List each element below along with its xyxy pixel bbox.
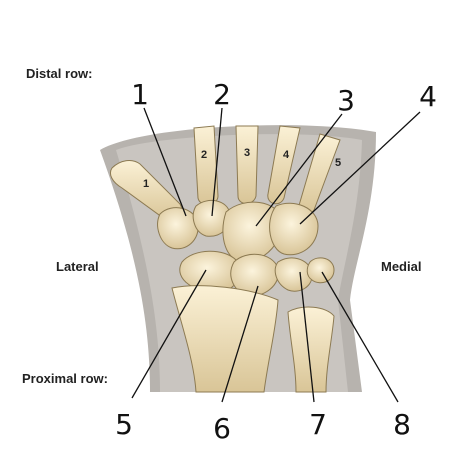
leader-line-5: [131, 269, 207, 399]
callout-number-2: 2: [213, 78, 231, 111]
callout-number-3: 3: [337, 84, 355, 117]
metacarpal-number: 1: [143, 178, 149, 190]
forearm-bones: [171, 285, 335, 393]
hamate: [269, 202, 319, 256]
triquetrum: [274, 257, 313, 292]
metacarpal-number: 5: [335, 157, 341, 169]
metacarpal-number: 2: [201, 149, 207, 161]
callout-numbers: 1 2 3 4 5 6 7 8: [115, 78, 437, 445]
ulna: [287, 306, 335, 393]
lunate: [230, 253, 279, 297]
radius: [171, 285, 279, 393]
callout-number-8: 8: [393, 408, 411, 441]
leader-line-8: [321, 271, 399, 403]
metacarpal-4: [267, 125, 301, 205]
metacarpal-number: 4: [283, 149, 290, 161]
leader-line-4: [299, 111, 421, 225]
carpal-bones: [157, 199, 335, 297]
capitate: [222, 201, 283, 263]
callout-number-4: 4: [419, 80, 437, 113]
metacarpal-numbers: 1 2 3 4 5: [143, 147, 341, 190]
callout-number-7: 7: [309, 408, 327, 441]
callout-number-5: 5: [115, 408, 133, 441]
lateral-label: Lateral: [56, 259, 99, 274]
leader-line-6: [221, 285, 259, 403]
metacarpal-3: [235, 125, 259, 204]
leader-line-2: [211, 107, 223, 217]
leader-line-7: [299, 271, 315, 403]
callout-number-6: 6: [213, 412, 231, 445]
callout-number-1: 1: [131, 78, 149, 111]
trapezium: [157, 207, 199, 250]
proximal-row-label: Proximal row:: [22, 371, 108, 386]
medial-label: Medial: [381, 259, 422, 274]
leader-line-1: [143, 107, 187, 217]
distal-row-label: Distal row:: [26, 66, 93, 81]
metacarpal-number: 3: [244, 147, 250, 159]
pisiform: [306, 257, 335, 284]
metacarpal-bones: [109, 125, 341, 222]
leader-lines: [131, 107, 421, 403]
leader-line-3: [255, 113, 343, 227]
